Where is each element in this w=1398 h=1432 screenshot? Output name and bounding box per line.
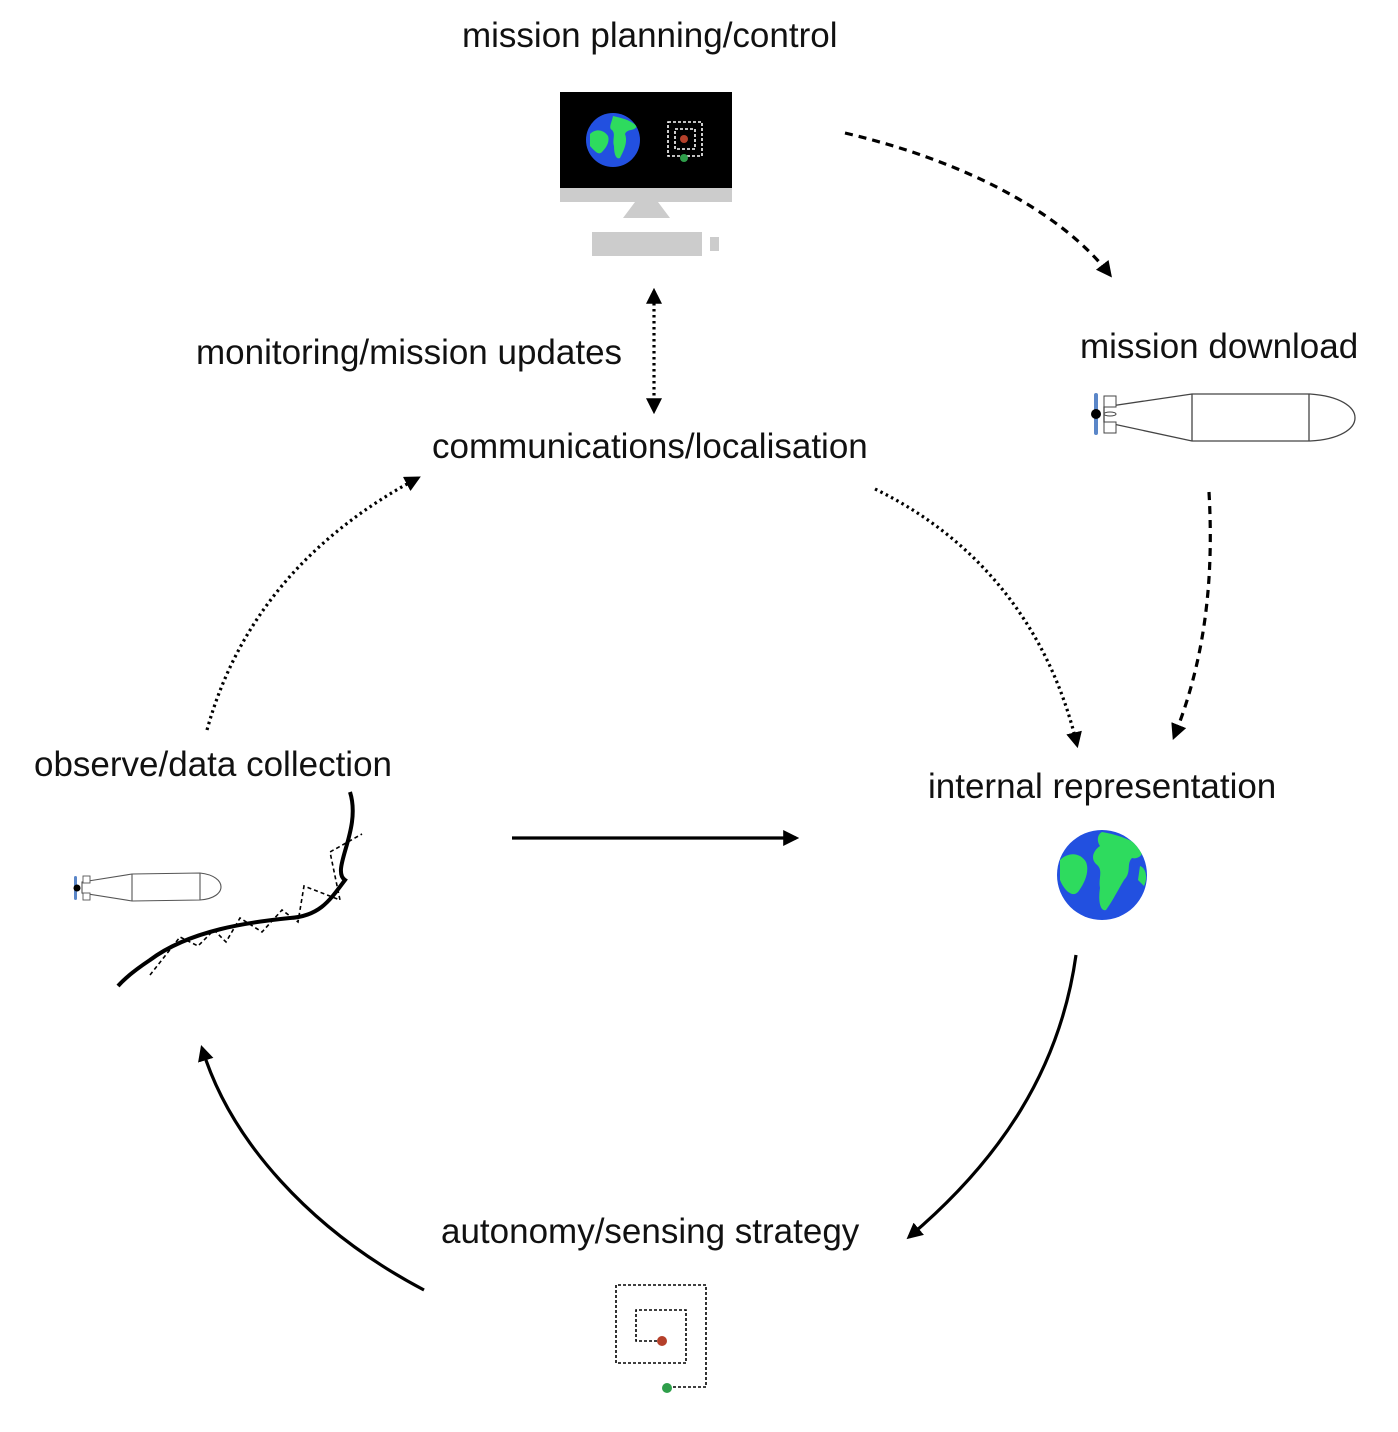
mission-planning-label: mission planning/control: [462, 16, 838, 55]
internal-representation-label: internal representation: [928, 767, 1277, 806]
observe-to-comms-arrow: [205, 476, 421, 731]
earth-globe-icon: [1057, 830, 1147, 920]
keyboard: [592, 232, 702, 256]
auv-small-icon: [73, 872, 222, 902]
mouse: [710, 237, 719, 251]
computer-monitor-icon: [560, 92, 732, 256]
screen-search-icon: [667, 121, 703, 162]
screen-globe-icon: [586, 113, 640, 167]
download-to-internal-arrow: [1171, 491, 1212, 740]
mission-download-label: mission download: [1080, 327, 1359, 366]
auv-vehicle-icon: [1091, 393, 1356, 442]
monitor-screen: [560, 92, 732, 188]
monitor-bezel: [560, 188, 732, 202]
autonomy-to-observe-arrow: [198, 1044, 425, 1292]
monitoring-label: monitoring/mission updates: [196, 333, 623, 372]
observe-label: observe/data collection: [34, 745, 392, 784]
autonomy-label: autonomy/sensing strategy: [441, 1212, 860, 1251]
internal-to-autonomy-arrow: [906, 954, 1078, 1240]
planning-to-download-arrow: [844, 131, 1112, 278]
comms-to-internal-arrow: [874, 487, 1082, 749]
observation-track: [116, 791, 363, 988]
monitor-stand: [623, 202, 670, 218]
communications-label: communications/localisation: [432, 427, 868, 466]
search-path-icon: [615, 1284, 707, 1393]
